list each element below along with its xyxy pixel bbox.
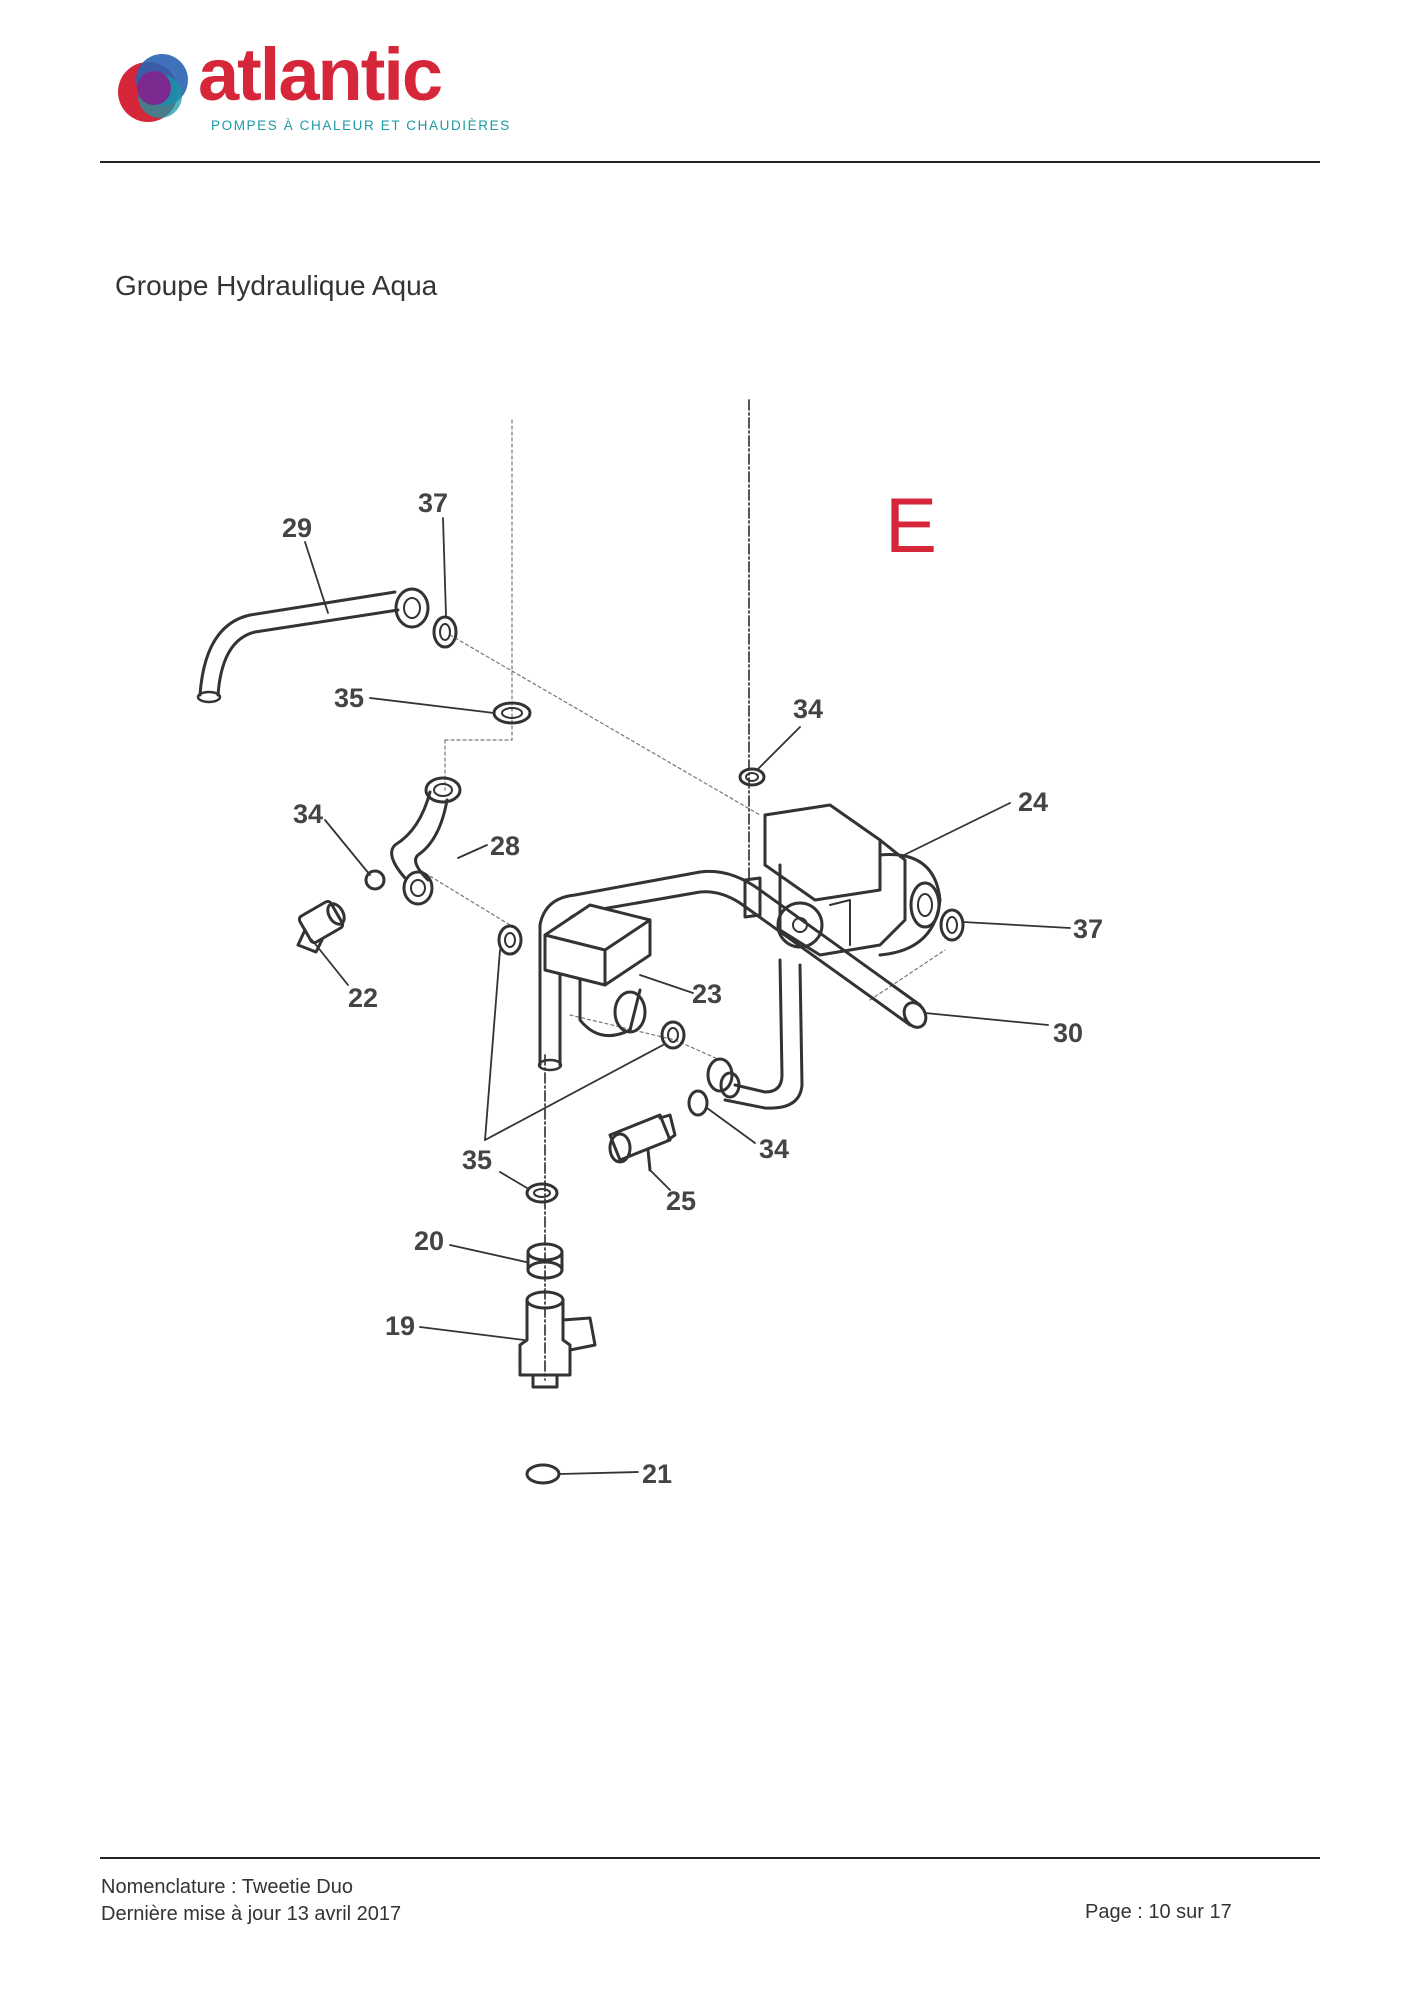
callout-28: 28 (490, 831, 520, 861)
callout-34-left: 34 (293, 799, 323, 829)
callout-29: 29 (282, 513, 312, 543)
brand-wordmark: atlantic (198, 33, 443, 116)
sheet-letter: E (885, 481, 937, 569)
footer-rule (100, 1857, 1320, 1859)
callout-25: 25 (666, 1186, 696, 1216)
callout-35-bottom: 35 (462, 1145, 492, 1175)
callout-37-right: 37 (1073, 914, 1103, 944)
brand-tagline: POMPES À CHALEUR ET CHAUDIÈRES (211, 118, 511, 133)
footer-nomenclature: Nomenclature : Tweetie Duo (101, 1876, 353, 1898)
callout-21: 21 (642, 1459, 672, 1489)
footer-info: Nomenclature : Tweetie Duo Dernière mise… (101, 1874, 401, 1928)
callout-24: 24 (1018, 787, 1048, 817)
callout-34-top: 34 (793, 694, 823, 724)
callout-37-top: 37 (418, 488, 448, 518)
brand-logo: atlantic POMPES À CHALEUR ET CHAUDIÈRES (110, 33, 550, 148)
callout-22: 22 (348, 983, 378, 1013)
footer-updated: Dernière mise à jour 13 avril 2017 (101, 1903, 402, 1925)
callout-19: 19 (385, 1311, 415, 1341)
page-number: Page : 10 sur 17 (1085, 1901, 1232, 1923)
callout-30: 30 (1053, 1018, 1083, 1048)
page-header: atlantic POMPES À CHALEUR ET CHAUDIÈRES (100, 30, 1320, 160)
callout-20: 20 (414, 1226, 444, 1256)
section-title: Groupe Hydraulique Aqua (115, 270, 438, 301)
callout-34-bottom: 34 (759, 1134, 789, 1164)
logo-mark-icon (118, 54, 188, 122)
callout-35-top: 35 (334, 683, 364, 713)
header-rule (100, 161, 1320, 163)
callout-23: 23 (692, 979, 722, 1009)
